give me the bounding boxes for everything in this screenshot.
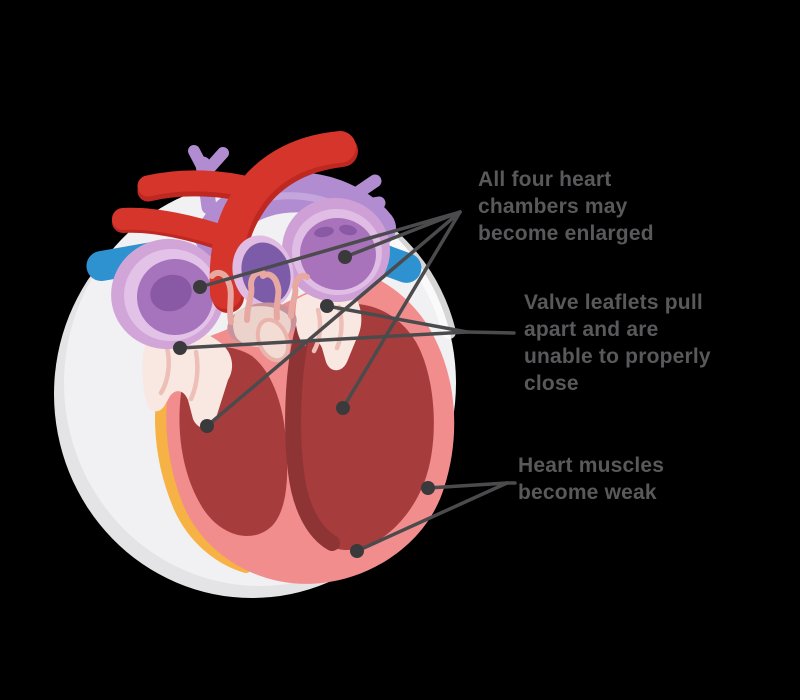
leader-lines-enlarged-chambers bbox=[198, 210, 462, 428]
dot-right-atrium bbox=[193, 280, 207, 294]
leader-lines-valve-leaflets bbox=[178, 304, 516, 350]
dot-muscle-wall bbox=[421, 481, 435, 495]
annotation-valve-leaflets: Valve leaflets pull apart and are unable… bbox=[524, 291, 711, 395]
right-ventricle-shading bbox=[285, 322, 340, 551]
aorta bbox=[209, 131, 358, 313]
dot-right-ventricle bbox=[200, 419, 214, 433]
dot-left-atrium bbox=[338, 250, 352, 264]
leader-lines-weak-muscles bbox=[355, 481, 517, 553]
dot-muscle-apex bbox=[350, 544, 364, 558]
ventricles bbox=[166, 272, 455, 584]
annotation-enlarged-chambers: All four heart chambers may become enlar… bbox=[478, 168, 654, 245]
dot-left-ventricle bbox=[336, 401, 350, 415]
right-ventricle-chamber bbox=[289, 303, 434, 551]
leader-lines bbox=[178, 210, 517, 553]
annotation-weak-muscles: Heart muscles become weak bbox=[518, 454, 665, 504]
dot-valve-left bbox=[173, 341, 187, 355]
marker-dots bbox=[173, 250, 435, 558]
right-atrium bbox=[111, 238, 225, 350]
dot-valve-right bbox=[320, 299, 334, 313]
tricuspid-valve-region bbox=[142, 324, 233, 428]
